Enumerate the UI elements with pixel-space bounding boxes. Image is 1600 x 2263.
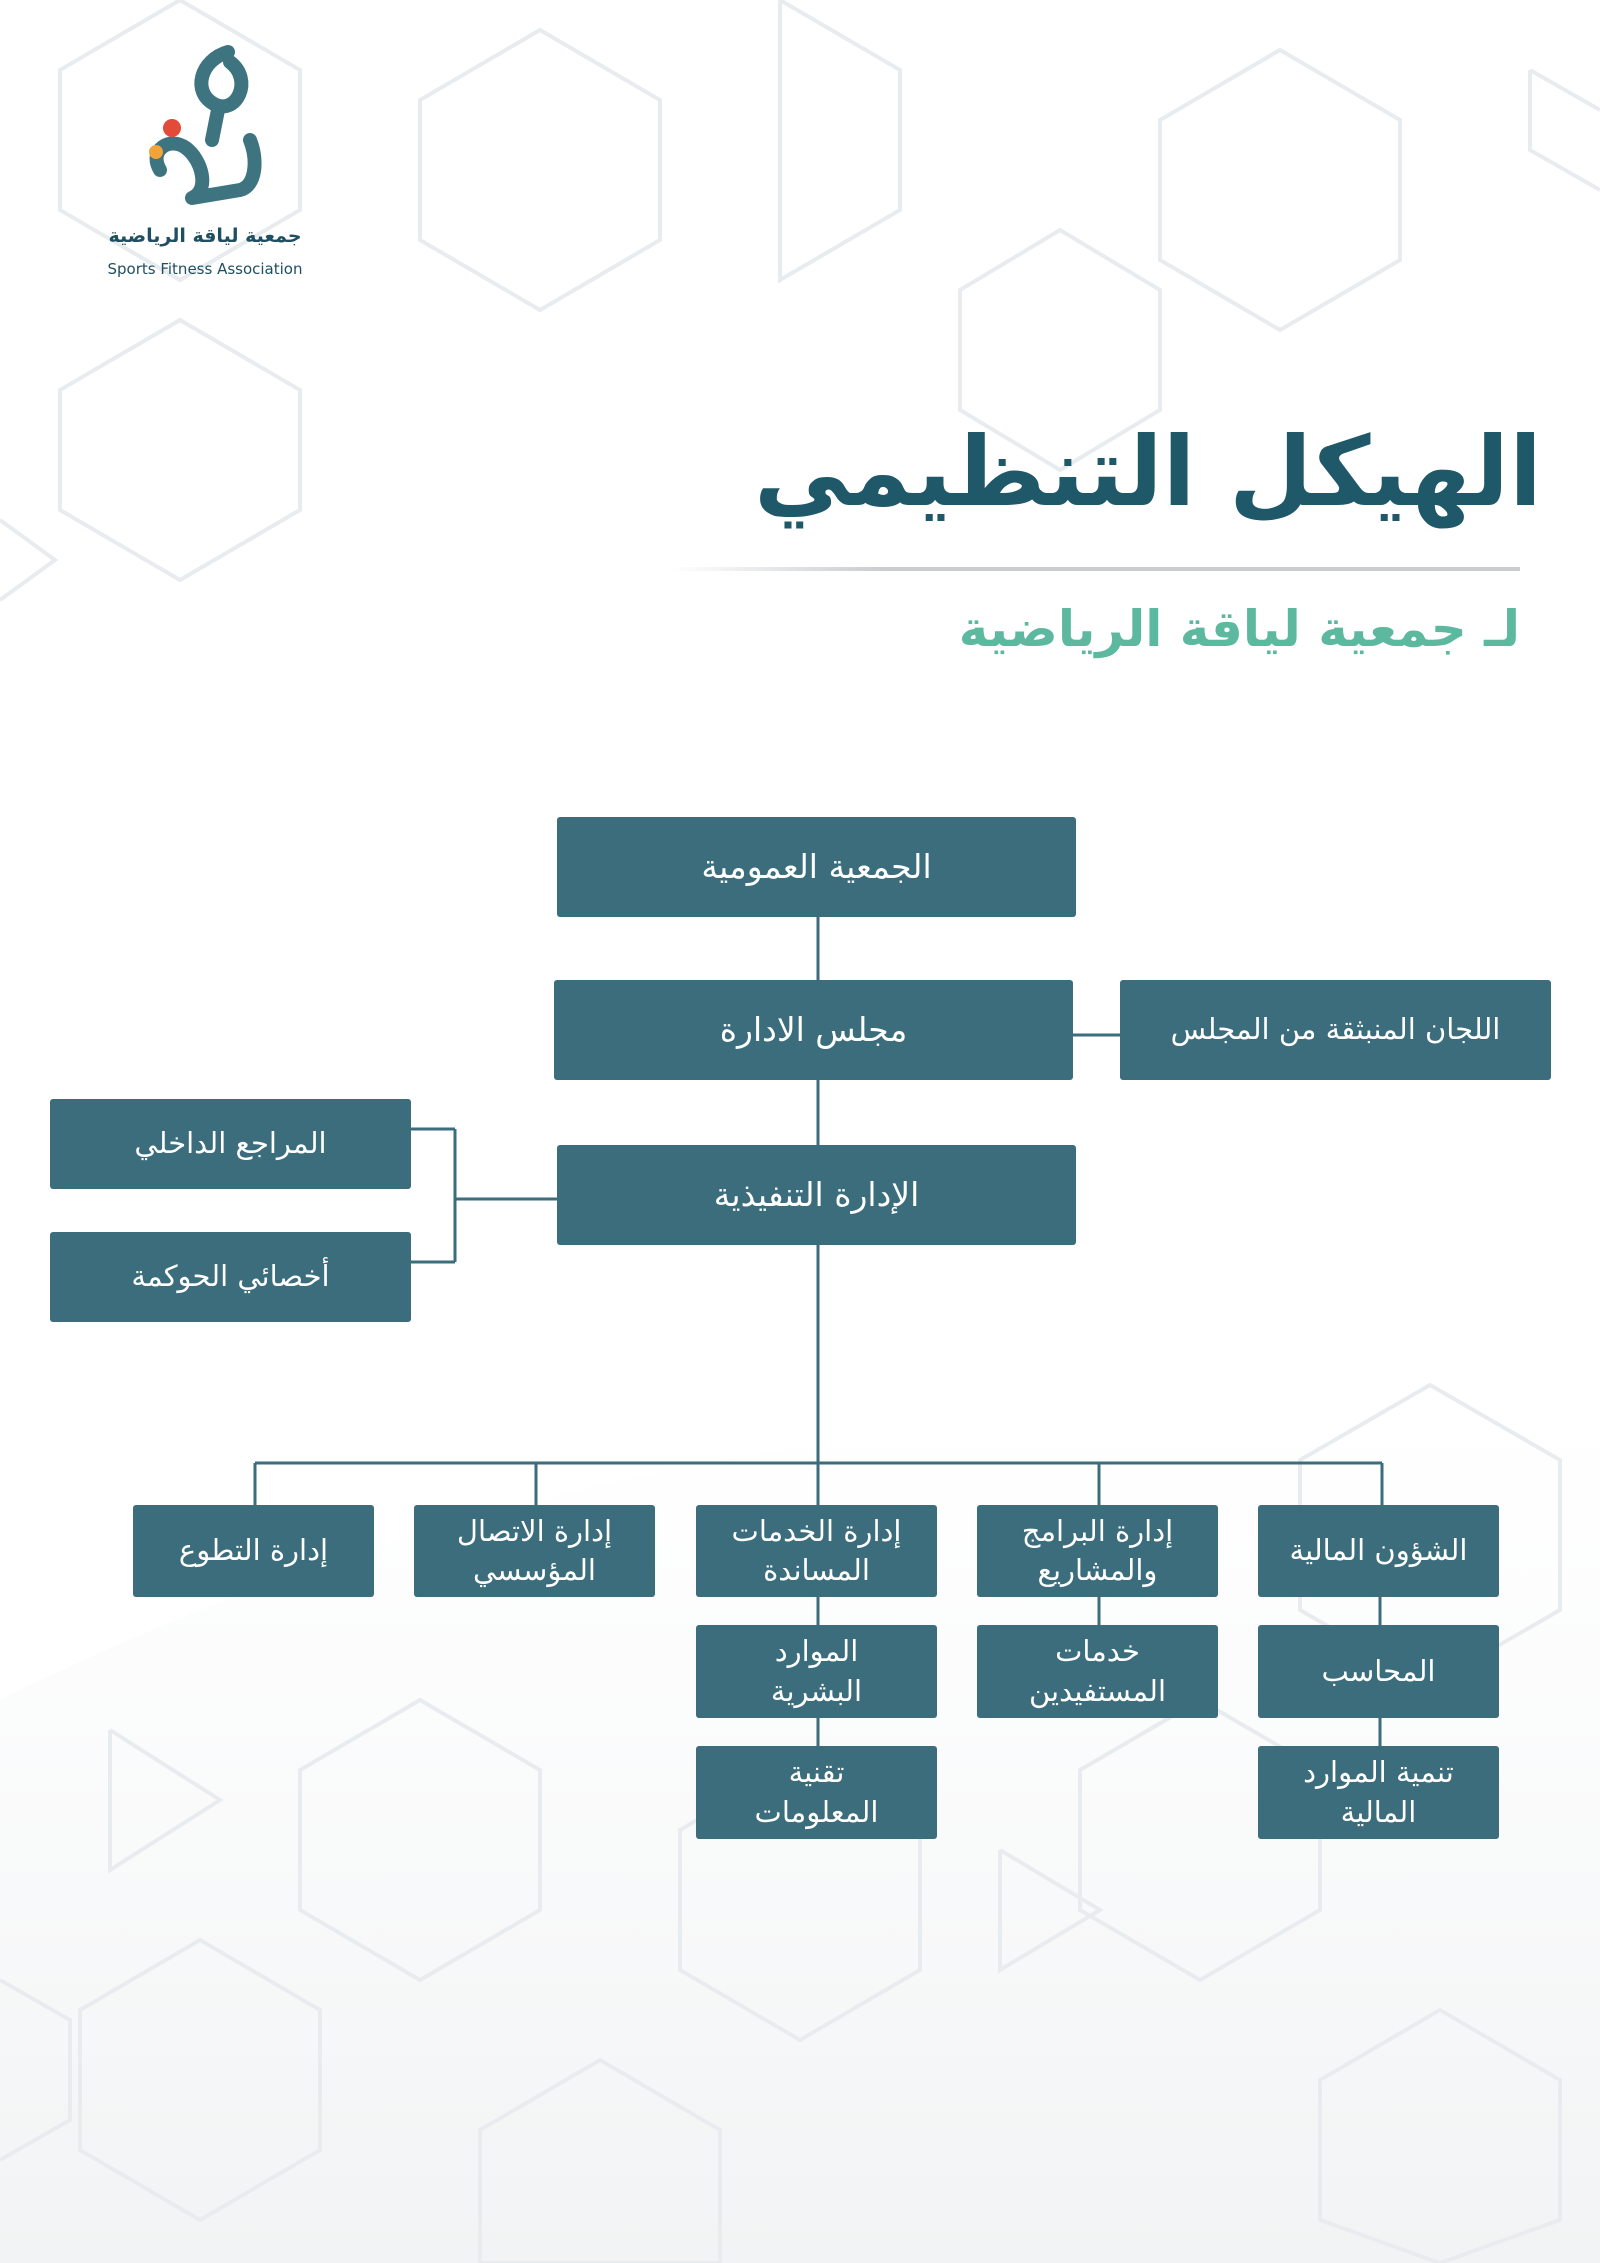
node-communication: إدارة الاتصال المؤسسي (414, 1505, 655, 1597)
node-support-services: إدارة الخدمات المساندة (696, 1505, 937, 1597)
node-governance-specialist: أخصائي الحوكمة (50, 1232, 411, 1322)
node-board-committees: اللجان المنبثقة من المجلس (1120, 980, 1551, 1080)
node-beneficiary-services-label: خدمات المستفيدين (1028, 1634, 1167, 1708)
node-it-label: تقنية المعلومات (754, 1755, 879, 1829)
logo-name-english: Sports Fitness Association (107, 260, 303, 278)
node-accountant-label: المحاسب (1321, 1653, 1436, 1688)
node-finance: الشؤون المالية (1258, 1505, 1499, 1597)
node-communication-label: إدارة الاتصال المؤسسي (456, 1513, 613, 1587)
node-executive-label: الإدارة التنفيذية (713, 1174, 920, 1214)
node-volunteering: إدارة التطوع (133, 1505, 374, 1597)
node-financial-development: تنمية الموارد المالية (1258, 1746, 1499, 1839)
node-accountant: المحاسب (1258, 1625, 1499, 1718)
node-programs-label: إدارة البرامج والمشاريع (1021, 1513, 1174, 1587)
node-internal-auditor-label: المراجع الداخلي (134, 1126, 327, 1161)
node-general-assembly-label: الجمعية العمومية (701, 846, 932, 886)
node-board-committees-label: اللجان المنبثقة من المجلس (1170, 1012, 1501, 1047)
node-beneficiary-services: خدمات المستفيدين (977, 1625, 1218, 1718)
node-board-label: مجلس الادارة (719, 1009, 908, 1049)
node-executive: الإدارة التنفيذية (557, 1145, 1076, 1245)
node-human-resources-label: الموارد البشرية (770, 1634, 863, 1708)
node-board: مجلس الادارة (554, 980, 1073, 1080)
page-title: الهيكل التنظيمي (754, 416, 1542, 528)
node-it: تقنية المعلومات (696, 1746, 937, 1839)
node-support-services-label: إدارة الخدمات المساندة (731, 1513, 902, 1587)
logo-mark-icon (149, 45, 262, 205)
page-subtitle: لـ جمعية لياقة الرياضية (958, 600, 1520, 658)
node-human-resources: الموارد البشرية (696, 1625, 937, 1718)
node-internal-auditor: المراجع الداخلي (50, 1099, 411, 1189)
association-logo: جمعية لياقة الرياضية Sports Fitness Asso… (100, 40, 310, 290)
node-general-assembly: الجمعية العمومية (557, 817, 1076, 917)
node-finance-label: الشؤون المالية (1289, 1533, 1468, 1568)
node-volunteering-label: إدارة التطوع (178, 1533, 329, 1568)
node-financial-development-label: تنمية الموارد المالية (1303, 1755, 1454, 1829)
title-divider (670, 567, 1520, 571)
node-governance-specialist-label: أخصائي الحوكمة (131, 1259, 330, 1294)
logo-name-arabic: جمعية لياقة الرياضية (108, 225, 302, 247)
node-programs: إدارة البرامج والمشاريع (977, 1505, 1218, 1597)
